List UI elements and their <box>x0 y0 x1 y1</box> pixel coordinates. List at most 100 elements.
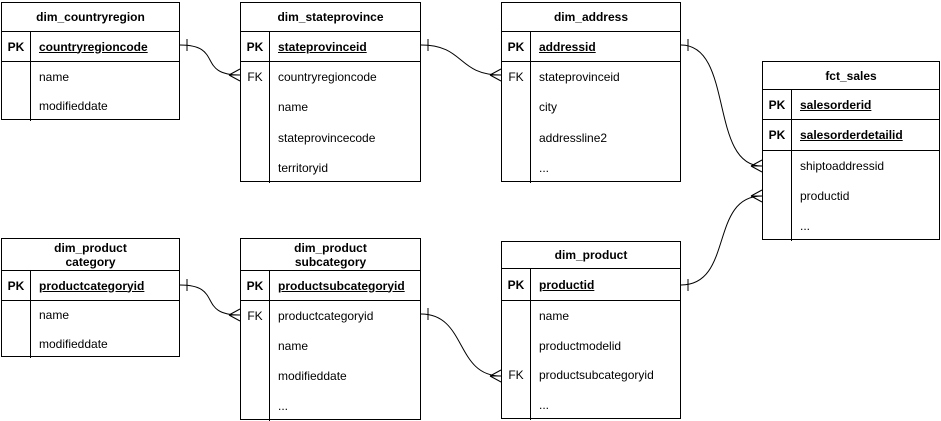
column-name: productid <box>539 277 595 292</box>
column-name: city <box>539 100 557 115</box>
attribute-row: ... <box>241 391 420 421</box>
attribute-row: name <box>241 331 420 361</box>
key-row: PK salesorderid <box>763 90 939 120</box>
entity-title: dim_stateprovince <box>241 3 420 32</box>
key-badge <box>502 301 531 331</box>
key-badge <box>2 329 31 358</box>
attribute-row: FK productsubcategoryid <box>502 360 680 391</box>
key-badge <box>241 92 270 123</box>
attribute-row: FK stateprovinceid <box>502 62 680 93</box>
column-name: productsubcategoryid <box>539 368 654 383</box>
column-name: productcategoryid <box>278 309 374 323</box>
column-name: modifieddate <box>278 369 347 383</box>
key-row: PK salesorderdetailid <box>763 120 939 151</box>
key-row: PK stateprovinceid <box>241 32 420 62</box>
column-name: productid <box>800 189 850 203</box>
key-badge <box>2 91 31 121</box>
key-badge <box>502 390 531 420</box>
column-name: ... <box>278 399 289 413</box>
column-name: productcategoryid <box>39 278 145 293</box>
edge-productsubcategory-product[interactable] <box>420 308 502 383</box>
entity-title: dim_product category <box>2 239 179 271</box>
column-name: addressid <box>539 39 596 54</box>
column-name: modifieddate <box>39 99 108 114</box>
pk-badge: PK <box>763 90 792 119</box>
column-name: ... <box>800 219 811 233</box>
edge-address-fctsales[interactable] <box>680 39 763 173</box>
column-name: name <box>39 308 70 323</box>
column-name: productmodelid <box>539 338 622 353</box>
attribute-row: addressline2 <box>502 122 680 153</box>
column-name: name <box>39 69 70 84</box>
attribute-row: productid <box>763 181 939 211</box>
key-badge <box>241 122 270 153</box>
column-name: countryregioncode <box>278 70 377 85</box>
edge-stateprovince-address[interactable] <box>420 39 502 82</box>
column-name: name <box>278 339 309 353</box>
column-name: stateprovincecode <box>278 130 376 145</box>
entity-title: fct_sales <box>763 62 939 90</box>
entity-dim-product[interactable]: dim_product PK productid name productmod… <box>501 241 681 420</box>
entity-dim-countryregion[interactable]: dim_countryregion PK countryregioncode n… <box>1 2 180 121</box>
entity-title: dim_product <box>502 242 680 269</box>
entity-title: dim_product subcategory <box>241 239 420 271</box>
entity-fct-sales[interactable]: fct_sales PK salesorderid PK salesorderd… <box>762 61 940 241</box>
attribute-row: stateprovincecode <box>241 122 420 153</box>
entity-title: dim_countryregion <box>2 3 179 32</box>
key-badge <box>241 361 270 391</box>
pk-badge: PK <box>502 32 531 61</box>
attribute-row: name <box>2 62 179 92</box>
entity-dim-address[interactable]: dim_address PK addressid FK stateprovinc… <box>501 2 681 183</box>
column-name: ... <box>539 398 550 413</box>
fk-badge: FK <box>241 62 270 93</box>
key-badge <box>763 151 792 181</box>
entity-dim-stateprovince[interactable]: dim_stateprovince PK stateprovinceid FK … <box>240 2 421 183</box>
pk-badge: PK <box>2 32 31 61</box>
entity-dim-productcategory[interactable]: dim_product category PK productcategoryi… <box>1 238 180 358</box>
column-name: stateprovinceid <box>278 39 367 54</box>
attribute-row: shiptoaddressid <box>763 151 939 181</box>
edge-countryregion-stateprovince[interactable] <box>179 39 241 82</box>
attribute-row: name <box>241 92 420 123</box>
pk-badge: PK <box>241 271 270 300</box>
pk-badge: PK <box>241 32 270 61</box>
column-name: productsubcategoryid <box>278 278 405 293</box>
key-badge <box>241 152 270 183</box>
pk-badge: PK <box>2 271 31 300</box>
attribute-row: territoryid <box>241 152 420 183</box>
edge-productcategory-productsubcategory[interactable] <box>179 279 241 322</box>
entity-title: dim_address <box>502 3 680 32</box>
key-badge <box>2 62 31 92</box>
column-name: shiptoaddressid <box>800 159 885 173</box>
attribute-row: modifieddate <box>2 91 179 121</box>
attribute-row: FK countryregioncode <box>241 62 420 93</box>
edge-product-fctsales[interactable] <box>680 189 763 291</box>
key-badge <box>502 92 531 123</box>
column-name: ... <box>539 160 550 175</box>
key-badge <box>241 331 270 361</box>
attribute-row: modifieddate <box>2 329 179 358</box>
key-row: PK productid <box>502 269 680 301</box>
pk-badge: PK <box>763 120 792 150</box>
attribute-row: ... <box>502 390 680 420</box>
pk-badge: PK <box>502 269 531 300</box>
attribute-row: name <box>502 301 680 331</box>
entity-dim-productsubcategory[interactable]: dim_product subcategory PK productsubcat… <box>240 238 421 421</box>
key-badge <box>502 330 531 361</box>
attribute-row: modifieddate <box>241 361 420 391</box>
column-name: name <box>278 100 309 115</box>
key-badge <box>241 391 270 421</box>
attribute-row: ... <box>763 211 939 241</box>
key-row: PK productcategoryid <box>2 271 179 301</box>
column-name: name <box>539 308 570 323</box>
column-name: salesorderid <box>800 97 872 112</box>
fk-badge: FK <box>502 62 531 93</box>
key-badge <box>502 152 531 183</box>
key-badge <box>502 122 531 153</box>
attribute-row: ... <box>502 152 680 183</box>
column-name: stateprovinceid <box>539 70 620 85</box>
key-badge <box>763 211 792 241</box>
column-name: territoryid <box>278 160 329 175</box>
